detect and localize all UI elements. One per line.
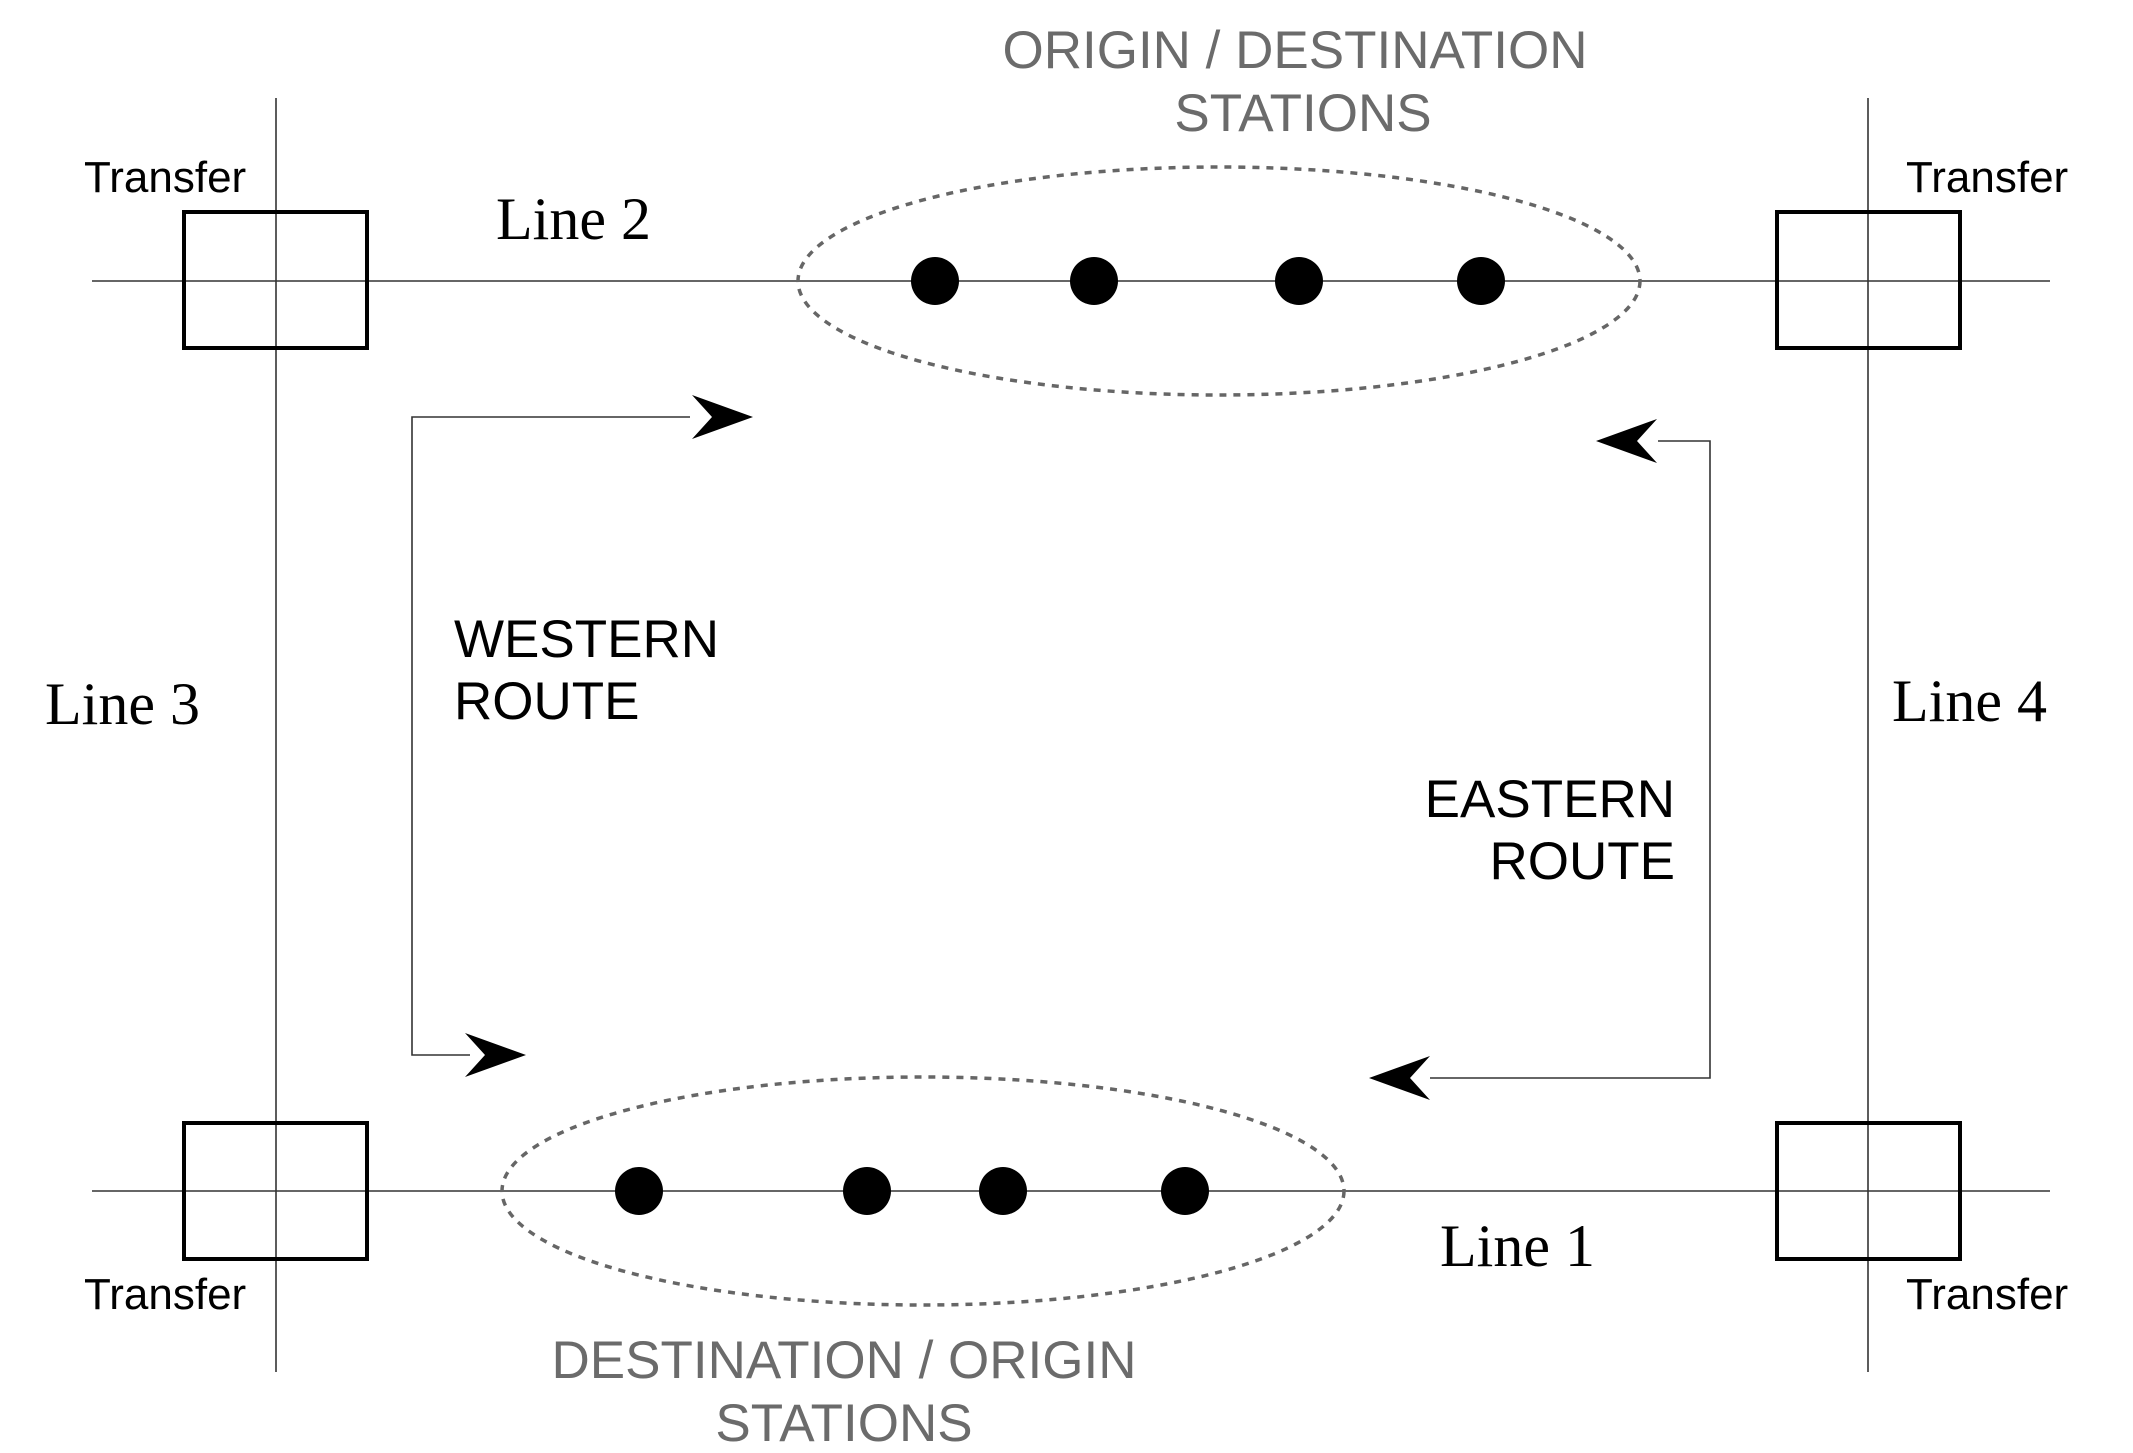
origin-destination-label-line2: STATIONS (1174, 84, 1431, 143)
origin-destination-group-ellipse (796, 165, 1642, 397)
station-dot (1161, 1167, 1209, 1215)
transfer-box-top-right (1775, 210, 1962, 350)
destination-origin-group-ellipse (500, 1075, 1346, 1307)
transfer-box-top-left (182, 210, 369, 350)
station-dot (1070, 257, 1118, 305)
western-route-arrow-bottom (465, 1033, 526, 1077)
transfer-label-bottom-left: Transfer (84, 1270, 246, 1319)
station-dot (911, 257, 959, 305)
line-4-label: Line 4 (1892, 668, 2047, 734)
eastern-route-arrow-top (1596, 419, 1657, 463)
destination-origin-label-line1: DESTINATION / ORIGIN (552, 1331, 1137, 1390)
western-route-label-line1: WESTERN (454, 610, 719, 669)
transfer-label-top-right: Transfer (1906, 153, 2068, 202)
transfer-box-bottom-right (1775, 1121, 1962, 1261)
western-route-path (411, 416, 690, 1056)
destination-origin-label-line2: STATIONS (715, 1394, 972, 1453)
line-2-label: Line 2 (496, 186, 651, 252)
station-dot (1457, 257, 1505, 305)
transfer-box-bottom-left (182, 1121, 369, 1261)
western-route-label-line2: ROUTE (454, 672, 640, 731)
eastern-route-label-line1: EASTERN (1425, 770, 1675, 829)
line-1-label: Line 1 (1440, 1213, 1595, 1279)
origin-destination-label-line1: ORIGIN / DESTINATION (1003, 21, 1588, 80)
station-dot (843, 1167, 891, 1215)
station-dot (615, 1167, 663, 1215)
eastern-route-arrow-bottom (1369, 1056, 1430, 1100)
western-route-arrow-top (692, 395, 753, 439)
transfer-label-top-left: Transfer (84, 153, 246, 202)
transfer-label-bottom-right: Transfer (1906, 1270, 2068, 1319)
station-dot (1275, 257, 1323, 305)
eastern-route-path (1430, 440, 1711, 1079)
line-3-label: Line 3 (45, 671, 200, 737)
station-dot (979, 1167, 1027, 1215)
eastern-route-label-line2: ROUTE (1490, 832, 1676, 891)
